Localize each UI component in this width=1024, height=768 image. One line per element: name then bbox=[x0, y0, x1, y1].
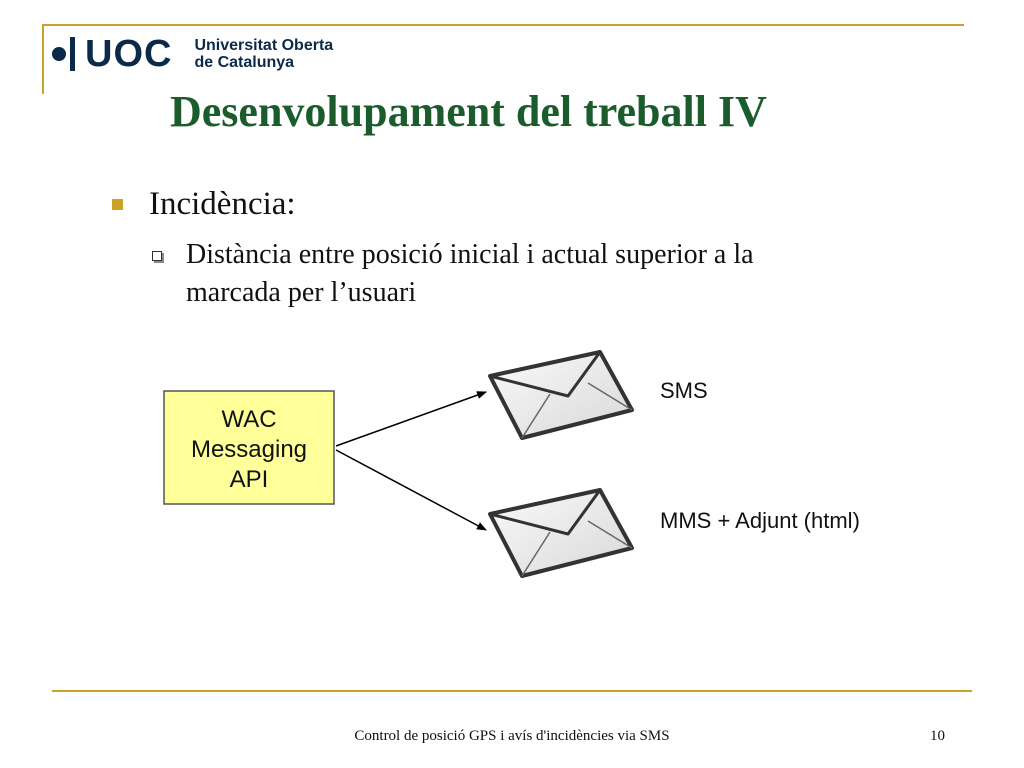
footer-text: Control de posició GPS i avís d'incidènc… bbox=[354, 728, 670, 744]
envelope-mms-icon bbox=[488, 488, 634, 578]
hollow-square-bullet-icon bbox=[152, 251, 162, 261]
bullet1-text: Incidència: bbox=[149, 186, 296, 222]
bullet-incidencia: Incidència: bbox=[112, 186, 296, 223]
bullet2-line2: marcada per l’usuari bbox=[186, 277, 417, 308]
sub-bullet-distance: Distància entre posició inicial i actual… bbox=[152, 236, 912, 312]
footer-rule bbox=[52, 690, 972, 692]
arrow-to-mms bbox=[335, 449, 487, 531]
slide-title: Desenvolupament del treball IV bbox=[170, 87, 767, 136]
logo-name-line2: de Catalunya bbox=[194, 54, 295, 71]
header-rule bbox=[42, 24, 964, 26]
logo-university-name: Universitat Oberta de Catalunya bbox=[194, 37, 333, 71]
header-side-rule bbox=[42, 24, 44, 94]
source-box-line3: API bbox=[230, 466, 269, 493]
source-box-line2: Messaging bbox=[191, 436, 307, 463]
sms-label: SMS bbox=[660, 378, 708, 403]
wac-messaging-api-box: WAC Messaging API bbox=[163, 390, 335, 505]
bullet2-text: Distància entre posició inicial i actual… bbox=[186, 236, 754, 312]
mms-label: MMS + Adjunt (html) bbox=[660, 508, 860, 533]
logo-name-line1: Universitat Oberta bbox=[194, 37, 334, 54]
source-box-rect bbox=[163, 390, 335, 505]
logo-bar bbox=[70, 37, 75, 71]
logo-short-text: UOC bbox=[85, 33, 173, 75]
square-bullet-icon bbox=[112, 199, 123, 210]
arrow-to-sms bbox=[335, 391, 487, 447]
envelope-sms-icon bbox=[488, 350, 634, 440]
logo-dot bbox=[52, 47, 66, 61]
uoc-logo: UOC Universitat Oberta de Catalunya bbox=[52, 34, 333, 74]
bullet2-line1: Distància entre posició inicial i actual… bbox=[186, 239, 754, 270]
uoc-logo-mark: UOC bbox=[52, 35, 172, 73]
source-box-line1: WAC bbox=[221, 406, 276, 433]
page-number: 10 bbox=[930, 728, 945, 744]
